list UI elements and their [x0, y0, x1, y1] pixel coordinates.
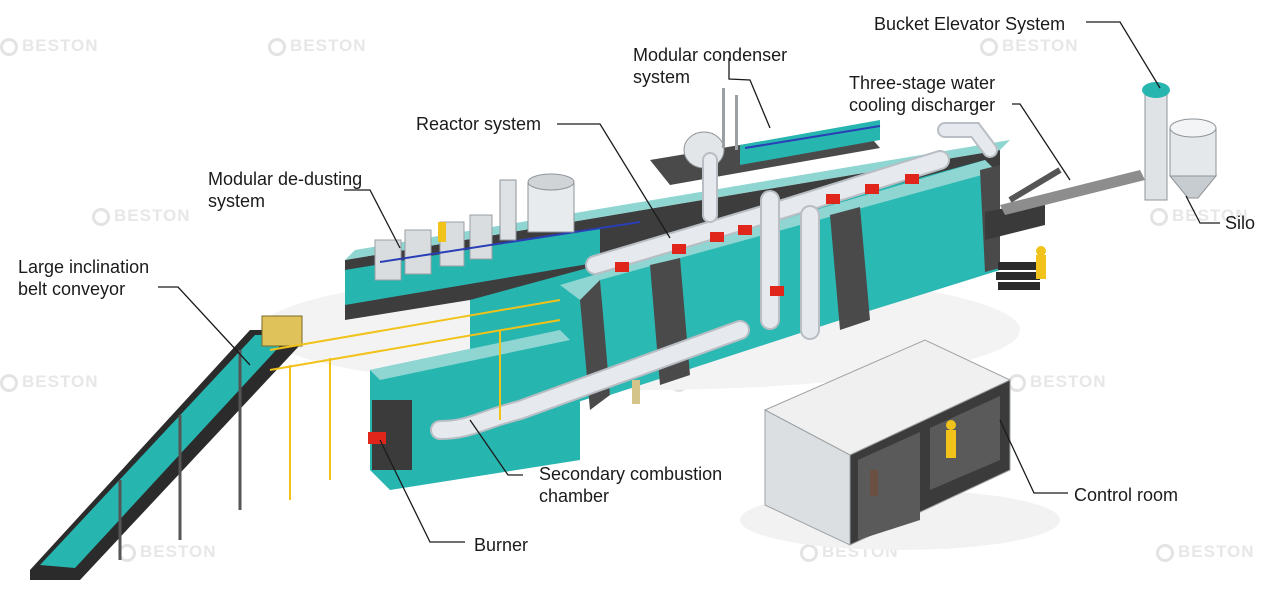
burner-valves [368, 174, 919, 444]
watermark: BESTON [268, 36, 367, 56]
watermark: BESTON [1156, 542, 1255, 562]
watermark: BESTON [92, 206, 191, 226]
label-reactor: Reactor system [416, 114, 542, 134]
watermark: BESTON [1150, 206, 1249, 226]
watermark: BESTON [0, 36, 99, 56]
workers [438, 222, 1046, 496]
platform [269, 299, 561, 500]
pipes [430, 122, 998, 440]
dedusting-towers [374, 214, 641, 281]
watermark: BESTON [0, 372, 99, 392]
bale-stack [996, 262, 1040, 290]
control-room-container [763, 339, 1012, 546]
cooling-tower [499, 173, 575, 241]
leader-lines [158, 21, 1220, 543]
watermark: BESTON [980, 36, 1079, 56]
combustion-chamber [370, 330, 580, 490]
label-control-room: Control room [1074, 485, 1179, 505]
label-burner: Burner [474, 535, 529, 555]
label-silo: Silo [1225, 213, 1256, 233]
label-bucket-elevator: Bucket Elevator System [874, 14, 1066, 34]
belt-conveyor [30, 315, 303, 580]
discharge-line [1000, 82, 1218, 215]
